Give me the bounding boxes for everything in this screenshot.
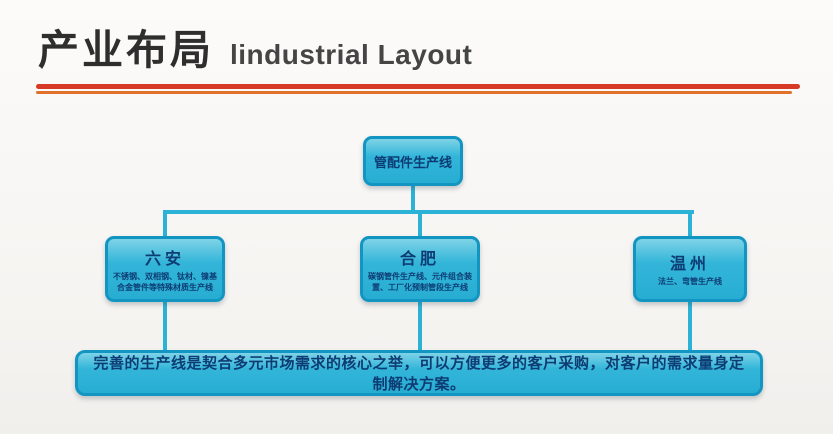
node-wenzhou: 温州 法兰、弯管生产线: [633, 236, 747, 302]
node-wenzhou-desc: 法兰、弯管生产线: [658, 277, 722, 287]
connector-mid-down: [418, 212, 422, 238]
connector-right-to-bar: [688, 300, 692, 352]
connector-mid-to-bar: [418, 300, 422, 352]
node-luan-desc: 不锈钢、双相钢、钛材、镍基合金管件等特殊材质生产线: [113, 271, 217, 292]
divider: [36, 84, 800, 94]
root-node: 管配件生产线: [363, 136, 463, 186]
divider-red-line: [36, 84, 800, 89]
connector-horizontal: [163, 210, 694, 214]
node-hefei-title: 合肥: [399, 250, 440, 268]
summary-text: 完善的生产线是契合多元市场需求的核心之举，可以方便更多的客户采购，对客户的需求量…: [93, 355, 745, 393]
connector-right-down: [688, 212, 692, 238]
node-luan-title: 六安: [144, 250, 185, 268]
node-hefei-desc: 碳钢管件生产线、元件组合装置、工厂化预制管段生产线: [368, 271, 472, 292]
page-title: 产业布局: [38, 27, 214, 73]
divider-orange-line: [36, 91, 793, 94]
summary-bar: 完善的生产线是契合多元市场需求的核心之举，可以方便更多的客户采购，对客户的需求量…: [75, 350, 763, 396]
connector-left-to-bar: [163, 300, 167, 352]
node-hefei: 合肥 碳钢管件生产线、元件组合装置、工厂化预制管段生产线: [360, 236, 480, 302]
node-wenzhou-title: 温州: [669, 256, 710, 274]
root-node-label: 管配件生产线: [373, 154, 452, 170]
connector-left-down: [163, 212, 167, 238]
connector-root-down: [411, 185, 415, 212]
header: 产业布局 lindustrial Layout: [38, 16, 472, 76]
node-luan: 六安 不锈钢、双相钢、钛材、镍基合金管件等特殊材质生产线: [105, 236, 225, 302]
page-title-en: lindustrial Layout: [230, 39, 473, 70]
